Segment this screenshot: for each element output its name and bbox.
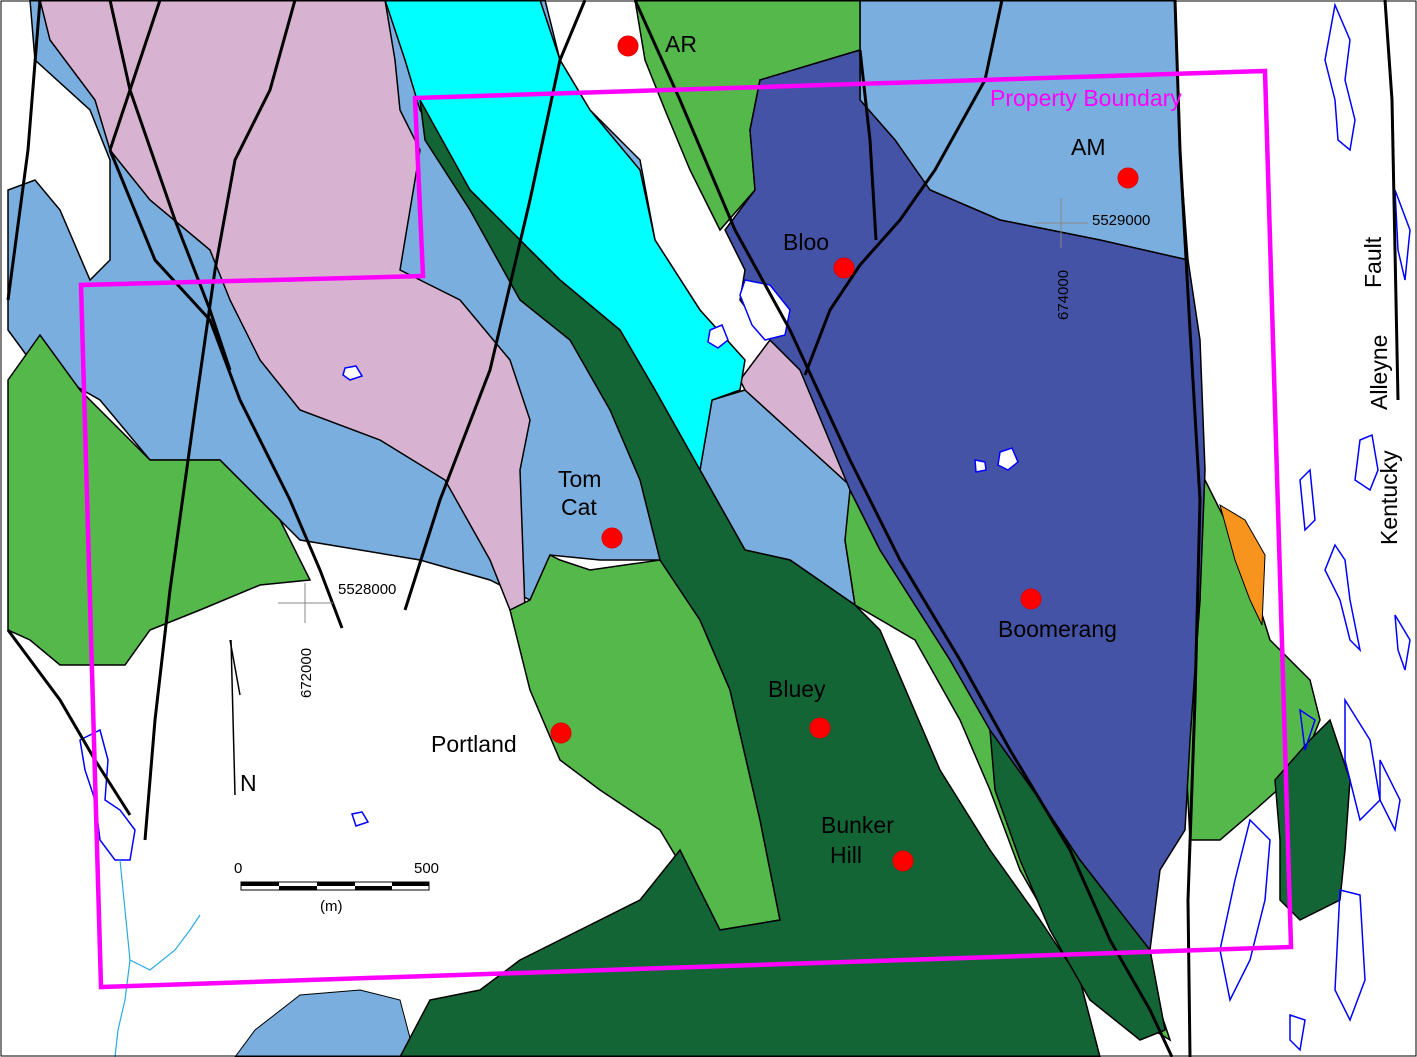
- deposit-label-ar: AR: [665, 31, 697, 57]
- deposit-marker-portland[interactable]: [550, 722, 572, 744]
- deposit-marker-am[interactable]: [1117, 167, 1139, 189]
- north-arrow-label: N: [240, 770, 257, 796]
- northing-label-5529000: 5529000: [1092, 212, 1150, 229]
- deposit-label-boomerang: Boomerang: [998, 616, 1117, 642]
- scale-bar-start: 0: [234, 860, 242, 877]
- lake: [974, 459, 987, 473]
- scale-bar-unit: (m): [320, 898, 343, 915]
- scale-bar: 0 500 (m): [234, 860, 439, 915]
- deposit-label-bunker: Bunker: [821, 812, 894, 838]
- pale-blue-unit-south: [234, 989, 416, 1057]
- stream: [114, 859, 201, 1057]
- fault-label-alleyne: Alleyne: [1366, 335, 1392, 410]
- northing-label-5528000: 5528000: [338, 581, 396, 598]
- deposit-label-bloo: Bloo: [783, 229, 829, 255]
- lake: [739, 279, 791, 341]
- deposit-label-cat: Cat: [561, 494, 597, 520]
- fault-lines: [6, 0, 1400, 1057]
- deposit-markers: [550, 35, 1139, 872]
- deposit-marker-tom-cat[interactable]: [601, 527, 623, 549]
- easting-label-674000: 674000: [1055, 270, 1072, 320]
- deposit-marker-boomerang[interactable]: [1020, 588, 1042, 610]
- grid-cross-2: [1034, 198, 1088, 248]
- property-boundary-label: Property Boundary: [990, 85, 1182, 111]
- deposit-label-bluey: Bluey: [768, 676, 826, 702]
- north-arrow: N: [230, 639, 257, 796]
- easting-label-672000: 672000: [298, 648, 315, 698]
- property-boundary: [78, 68, 1294, 990]
- deposit-marker-bluey[interactable]: [809, 717, 831, 739]
- deposit-marker-bunker-hill[interactable]: [892, 850, 914, 872]
- deposit-label-tom: Tom: [558, 466, 601, 492]
- lake: [351, 811, 370, 827]
- dark-green-unit-southeast: [1274, 718, 1351, 921]
- grid-cross-1: [278, 583, 333, 623]
- scale-bar-end: 500: [414, 860, 439, 877]
- lake: [997, 447, 1019, 471]
- orange-unit: [1219, 503, 1266, 626]
- fault-label-kentucky: Kentucky: [1376, 450, 1402, 545]
- lake: [342, 365, 364, 381]
- deposit-label-hill: Hill: [830, 842, 862, 868]
- east-water-bodies: [1219, 2, 1411, 1052]
- deposit-label-portland: Portland: [431, 731, 517, 757]
- deposit-marker-bloo[interactable]: [833, 257, 855, 279]
- dark-green-unit: [399, 99, 1101, 1057]
- deposit-marker-ar[interactable]: [617, 35, 639, 57]
- deposit-label-am: AM: [1071, 134, 1106, 160]
- lake: [707, 324, 729, 349]
- fault-label-fault: Fault: [1360, 236, 1386, 288]
